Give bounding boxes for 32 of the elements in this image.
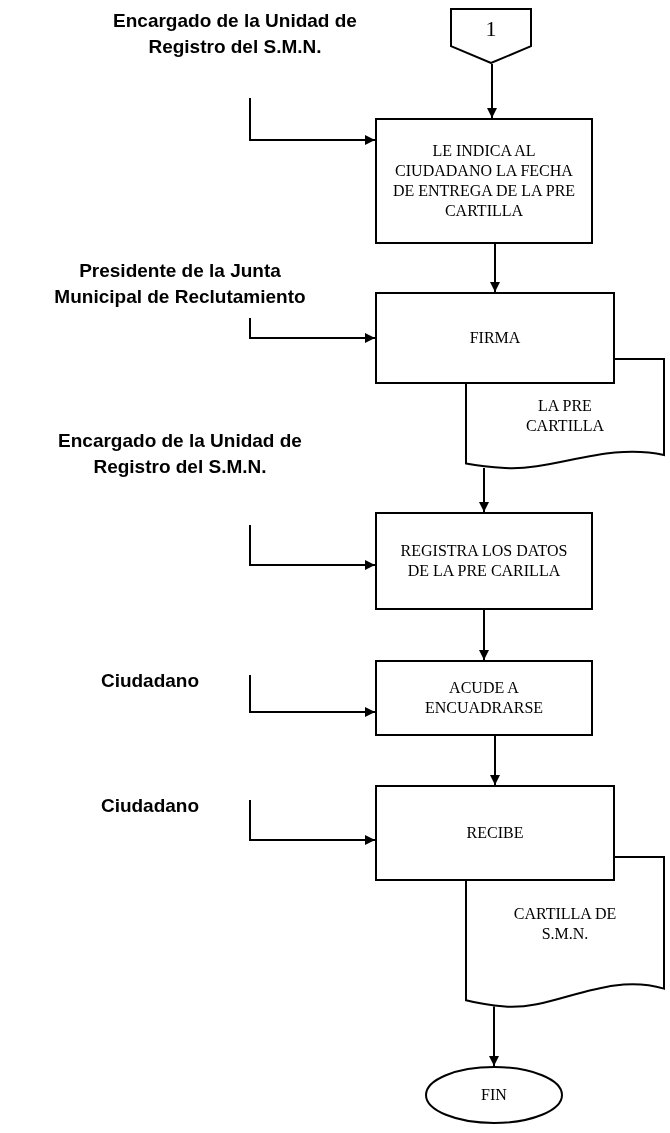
- arrow: [249, 97, 376, 145]
- role-label: Presidente de la Junta Municipal de Reclutamiento: [53, 259, 307, 310]
- arrow: [249, 524, 376, 570]
- node-text: FIRMA: [468, 328, 522, 348]
- process-box: [375, 785, 615, 881]
- node-text: LA PRE CARTILLA: [524, 396, 606, 436]
- process-box: [375, 512, 593, 610]
- node-text: REGISTRA LOS DATOS DE LA PRE CARILLA: [399, 541, 569, 581]
- arrow: [249, 674, 376, 717]
- role-label: Encargado de la Unidad de Registro del S.M.N.: [112, 9, 358, 60]
- terminator-ellipse: [425, 1066, 563, 1124]
- off-page-connector: [450, 8, 532, 64]
- node-text: FIN: [480, 1085, 508, 1105]
- process-box: [375, 292, 615, 384]
- process-box: [375, 118, 593, 244]
- arrow: [479, 467, 489, 513]
- arrow: [490, 243, 500, 293]
- role-label: Ciudadano: [99, 794, 201, 818]
- node-text: LE INDICA AL CIUDADANO LA FECHA DE ENTREGA DE LA PRE CARTILLA: [391, 141, 577, 221]
- arrow: [479, 609, 489, 661]
- arrow: [249, 317, 376, 343]
- arrow: [249, 799, 376, 845]
- role-label: Ciudadano: [99, 669, 201, 693]
- arrow: [489, 1005, 499, 1067]
- role-label: Encargado de la Unidad de Registro del S.M.N.: [57, 429, 303, 480]
- node-text: ACUDE A ENCUADRARSE: [423, 678, 545, 718]
- process-box: [375, 660, 593, 736]
- node-text: RECIBE: [465, 823, 525, 843]
- arrow: [490, 735, 500, 786]
- node-text: CARTILLA DE S.M.N.: [512, 904, 618, 944]
- node-text: 1: [485, 15, 497, 43]
- arrow: [487, 63, 497, 119]
